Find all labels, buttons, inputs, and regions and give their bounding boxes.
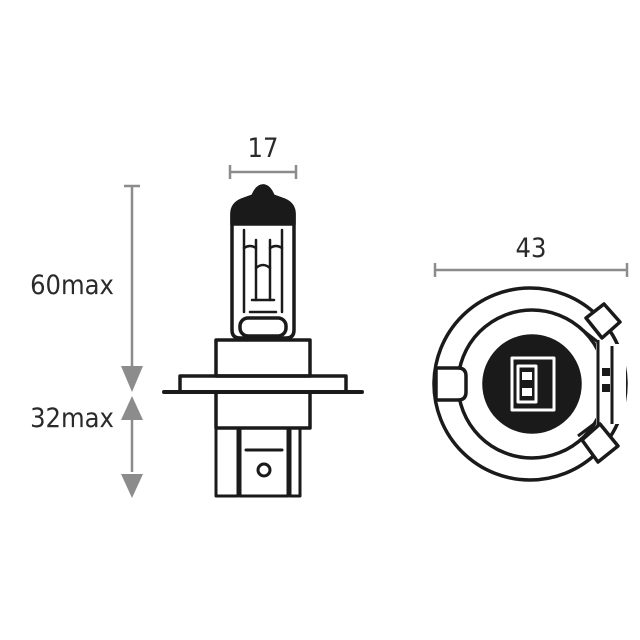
bulb-side-view <box>162 184 364 498</box>
diameter-dimension-line <box>433 263 629 277</box>
reference-marks <box>602 368 610 392</box>
lower-right-tab <box>577 422 620 464</box>
base-bottom-view <box>432 286 628 482</box>
socket-flange <box>178 374 348 394</box>
base-diameter-label: 43 <box>516 233 547 264</box>
bulb-width-label: 17 <box>248 133 279 164</box>
terminals <box>214 426 302 498</box>
lower-height-dimension-line <box>121 396 143 498</box>
dimension-lines <box>121 165 629 498</box>
width-dimension-line <box>228 165 298 179</box>
black-top-cap <box>230 184 296 226</box>
filament-structure <box>242 228 284 314</box>
socket-lower-body <box>214 390 312 430</box>
socket-upper-body <box>214 338 312 378</box>
lower-height-label: 32max <box>30 403 114 434</box>
upper-height-label: 60max <box>30 270 114 301</box>
central-connector <box>482 334 582 434</box>
terminal-block <box>510 356 556 412</box>
glass-pinch <box>238 316 288 338</box>
upper-right-tab <box>579 302 622 344</box>
left-tab <box>434 366 468 402</box>
upper-height-dimension-line <box>121 184 143 392</box>
